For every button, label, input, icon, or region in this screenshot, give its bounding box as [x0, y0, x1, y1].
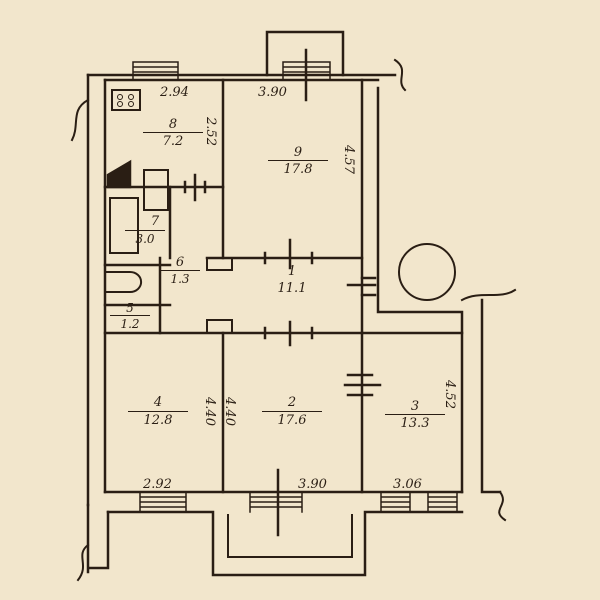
room-8-area: 7.2	[143, 132, 203, 148]
room-6-number: 6	[175, 255, 185, 270]
top-balcony	[265, 30, 345, 77]
bottom-balcony	[106, 510, 464, 577]
room-4-area: 12.8	[128, 411, 188, 427]
dim-room4-width: 2.92	[143, 477, 172, 492]
balcony-inner	[227, 514, 353, 558]
room3-window-1	[380, 491, 411, 513]
room2-window	[249, 491, 303, 513]
corridor-wall	[480, 298, 502, 494]
dim-kitchen-depth: 2.52	[202, 117, 218, 146]
room-6-area: 1.3	[160, 270, 200, 285]
stove	[111, 89, 141, 111]
room-7-area: 3.0	[125, 230, 165, 245]
room4-window	[139, 491, 187, 513]
dim-room3-depth: 4.52	[441, 380, 457, 409]
room-2-number: 2	[287, 395, 297, 410]
room3-window-2	[427, 491, 458, 513]
room-1-area: 11.1	[277, 281, 307, 296]
room-7-number: 7	[150, 214, 160, 229]
dim-room2-depth: 4.40	[221, 397, 237, 426]
room-9-number: 9	[293, 145, 303, 160]
kitchen-window	[132, 61, 179, 81]
room-1-number: 1	[287, 264, 297, 279]
dim-room9-depth: 4.57	[340, 145, 356, 174]
dim-room4-depth: 4.40	[201, 397, 217, 426]
right-wall-outer	[376, 86, 464, 494]
room-2-area: 17.6	[262, 411, 322, 427]
sink	[143, 169, 169, 211]
heater	[106, 159, 132, 189]
bottom-outer-wall	[86, 503, 110, 574]
room-8-number: 8	[168, 117, 178, 132]
room-3-area: 13.3	[385, 414, 445, 430]
room-4-number: 4	[153, 395, 163, 410]
room-5-area: 1.2	[110, 315, 150, 330]
bathtub	[109, 197, 139, 254]
room-5-number: 5	[126, 301, 134, 315]
room-3-number: 3	[410, 399, 420, 414]
dim-room2-width: 3.90	[298, 477, 327, 492]
round-element	[398, 243, 456, 301]
toilet	[104, 271, 143, 293]
dim-room3-width: 3.06	[393, 477, 422, 492]
room-9-area: 17.8	[268, 160, 328, 176]
dim-kitchen-width: 2.94	[160, 85, 189, 100]
dim-room9-width: 3.90	[258, 85, 287, 100]
